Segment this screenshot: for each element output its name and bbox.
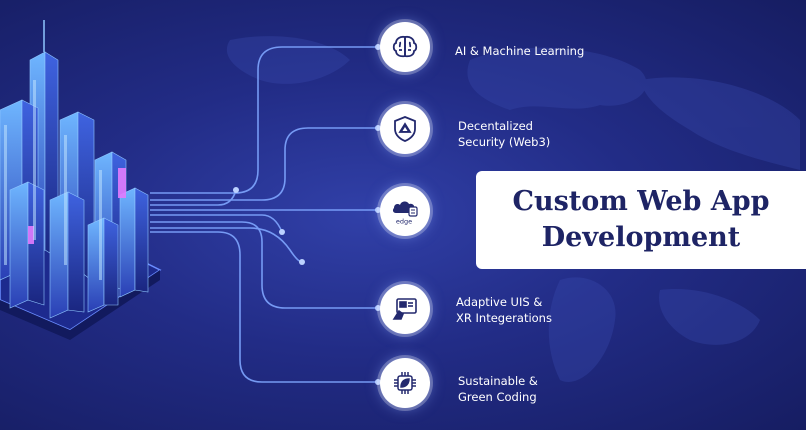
- feature-label-adaptive-ui: Adaptive UIS & XR Integerations: [456, 295, 552, 325]
- feature-icon-badge: [380, 104, 430, 154]
- title-line-1: Custom Web App: [512, 186, 770, 217]
- brain-icon: [392, 35, 418, 58]
- feature-edge-computing: edge: [380, 186, 450, 244]
- page-title: Custom Web App Development: [491, 184, 791, 256]
- xr-interface-icon: [392, 298, 417, 320]
- edge-badge-text: edge: [396, 218, 412, 226]
- feature-icon-badge: [380, 22, 430, 72]
- feature-label-ai-ml: AI & Machine Learning: [455, 44, 585, 58]
- feature-icon-badge: edge: [380, 186, 430, 236]
- feature-label-green-coding: Sustainable & Green Coding: [458, 374, 538, 404]
- title-card: Custom Web App Development: [476, 171, 806, 269]
- feature-label-security: Decentalized Security (Web3): [458, 119, 551, 149]
- feature-adaptive-ui: [380, 284, 450, 342]
- feature-green-coding: [380, 358, 450, 416]
- feature-decentralized-security: [380, 104, 450, 162]
- edge-cloud-icon: edge: [392, 201, 418, 226]
- leaf-chip-icon: [394, 372, 416, 394]
- shield-icon: [394, 116, 416, 142]
- feature-icon-badge: [380, 358, 430, 408]
- feature-icon-badge: [380, 284, 430, 334]
- title-line-2: Development: [541, 222, 741, 253]
- feature-ai-ml: [380, 22, 450, 80]
- isometric-city-illustration: [0, 20, 162, 340]
